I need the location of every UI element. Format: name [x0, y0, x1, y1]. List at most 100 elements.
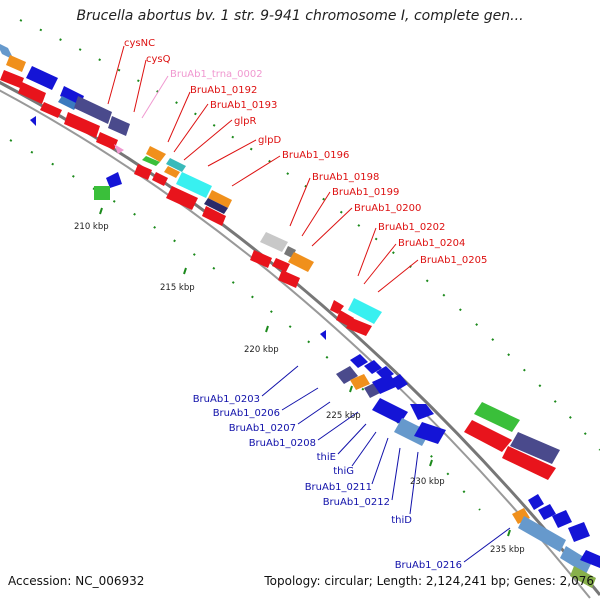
label-BruAb1_0196[interactable]: BruAb1_0196 — [282, 150, 349, 161]
label-BruAb1_0198[interactable]: BruAb1_0198 — [312, 172, 379, 183]
cluster-bottom-right — [512, 494, 600, 588]
label-thiE[interactable]: thiE — [317, 452, 336, 463]
gene-arrow[interactable] — [348, 298, 382, 324]
gene-arrow[interactable] — [152, 172, 168, 186]
gene-arrow[interactable] — [26, 66, 58, 90]
reverse-leaders — [261, 365, 511, 563]
gene-arrow[interactable] — [108, 116, 130, 136]
gene-arrow[interactable] — [250, 250, 272, 268]
scale-label-225: 225 kbp — [326, 411, 361, 421]
label-BruAb1_0211[interactable]: BruAb1_0211 — [305, 482, 372, 493]
gene-arrow[interactable] — [410, 404, 434, 420]
scale-ticks — [99, 207, 511, 537]
gene-arrow[interactable] — [260, 232, 288, 252]
gene-arrow[interactable] — [164, 166, 180, 178]
gene-arrow[interactable] — [336, 366, 358, 384]
gene-arrow[interactable] — [510, 432, 560, 464]
gene-arrow[interactable] — [6, 55, 26, 72]
gene-arrow[interactable] — [570, 566, 596, 588]
gene-arrow[interactable] — [580, 550, 600, 568]
gene-arrow[interactable] — [346, 318, 372, 336]
gene-arrow[interactable] — [166, 158, 186, 172]
label-BruAb1_0212[interactable]: BruAb1_0212 — [323, 497, 390, 508]
trna-marker[interactable] — [114, 144, 124, 154]
label-thiD[interactable]: thiD — [391, 515, 412, 526]
gene-arrow[interactable] — [176, 172, 212, 198]
map-title: Brucella abortus bv. 1 str. 9-941 chromo… — [76, 8, 524, 24]
label-BruAb1_0207[interactable]: BruAb1_0207 — [229, 423, 296, 434]
gene-arrow[interactable] — [40, 102, 62, 118]
cluster-thi — [336, 354, 446, 446]
scale-labels: 210 kbp 215 kbp 220 kbp 225 kbp 230 kbp … — [74, 222, 525, 555]
gene-arrow[interactable] — [204, 198, 228, 214]
gene-arrow[interactable] — [474, 402, 520, 432]
small-arrow[interactable] — [106, 172, 122, 188]
gene-arrow[interactable] — [560, 546, 592, 574]
gene-arrow[interactable] — [288, 252, 314, 272]
cluster-0198 — [250, 232, 314, 288]
gene-arrow[interactable] — [18, 82, 46, 104]
gene-arrow[interactable] — [272, 258, 290, 272]
cluster-right — [464, 402, 560, 480]
label-BruAb1_0199[interactable]: BruAb1_0199 — [332, 187, 399, 198]
forward-leaders — [107, 45, 419, 293]
label-BruAb1_0200[interactable]: BruAb1_0200 — [354, 203, 421, 214]
scale-label-220: 220 kbp — [244, 345, 279, 355]
small-arrow[interactable] — [320, 330, 326, 340]
label-BruAb1_0205[interactable]: BruAb1_0205 — [420, 255, 487, 266]
gene-arrow[interactable] — [336, 310, 354, 326]
gene-arrow[interactable] — [350, 354, 368, 368]
gene-arrow[interactable] — [414, 422, 446, 444]
gene-arrow[interactable] — [0, 70, 24, 88]
label-BruAb1_trna_0002[interactable]: BruAb1_trna_0002 — [170, 69, 263, 80]
gene-arrow[interactable] — [58, 96, 78, 110]
gene-arrow[interactable] — [74, 96, 112, 124]
label-cysNC[interactable]: cysNC — [124, 38, 155, 49]
label-glpD[interactable]: glpD — [258, 135, 281, 146]
gene-arrow[interactable] — [278, 270, 300, 288]
gene-arrow[interactable] — [518, 516, 566, 552]
scale-label-230: 230 kbp — [410, 477, 445, 487]
label-glpR[interactable]: glpR — [234, 116, 256, 127]
gene-arrow[interactable] — [142, 156, 160, 166]
label-BruAb1_0216[interactable]: BruAb1_0216 — [395, 560, 462, 571]
label-BruAb1_0206[interactable]: BruAb1_0206 — [213, 408, 280, 419]
gene-arrow[interactable] — [208, 190, 232, 208]
label-BruAb1_0208[interactable]: BruAb1_0208 — [249, 438, 316, 449]
gene-arrow[interactable] — [64, 112, 100, 138]
cluster-glp — [94, 146, 232, 226]
gene-arrow[interactable] — [96, 132, 118, 150]
accession-text: Accession: NC_006932 — [8, 574, 145, 588]
label-BruAb1_0204[interactable]: BruAb1_0204 — [398, 238, 465, 249]
topology-text: Topology: circular; Length: 2,124,241 bp… — [264, 574, 594, 588]
label-cysQ[interactable]: cysQ — [146, 54, 171, 65]
gene-arrow[interactable] — [372, 398, 408, 424]
gene-arrow[interactable] — [502, 446, 556, 480]
label-BruAb1_0202[interactable]: BruAb1_0202 — [378, 222, 445, 233]
gene-arrow[interactable] — [568, 522, 590, 542]
gene-arrow[interactable] — [538, 504, 556, 520]
label-BruAb1_0203[interactable]: BruAb1_0203 — [193, 394, 260, 405]
cluster-0202 — [320, 298, 382, 340]
gene-arrow[interactable] — [528, 494, 544, 510]
gene-arrow[interactable] — [364, 360, 382, 374]
backbone-inner — [0, 89, 591, 599]
small-arrow[interactable] — [30, 116, 36, 126]
scale-label-210: 210 kbp — [74, 222, 109, 232]
gene-arrow[interactable] — [166, 186, 198, 210]
gene-arrow[interactable] — [464, 420, 512, 452]
gene-arrow[interactable] — [134, 164, 152, 180]
outer-dotted-track — [19, 19, 600, 451]
label-BruAb1_0192[interactable]: BruAb1_0192 — [190, 85, 257, 96]
gene-arrow[interactable] — [372, 374, 398, 394]
gene-arrow[interactable] — [146, 146, 166, 162]
gene-arrow[interactable] — [94, 186, 110, 200]
gene-arrow[interactable] — [390, 374, 408, 390]
gene-arrow[interactable] — [202, 206, 226, 226]
gene-arrow[interactable] — [350, 374, 370, 390]
label-BruAb1_0193[interactable]: BruAb1_0193 — [210, 100, 277, 111]
label-thiG[interactable]: thiG — [333, 466, 354, 477]
gene-arrow[interactable] — [394, 418, 430, 446]
gene-arrow[interactable] — [552, 510, 572, 528]
